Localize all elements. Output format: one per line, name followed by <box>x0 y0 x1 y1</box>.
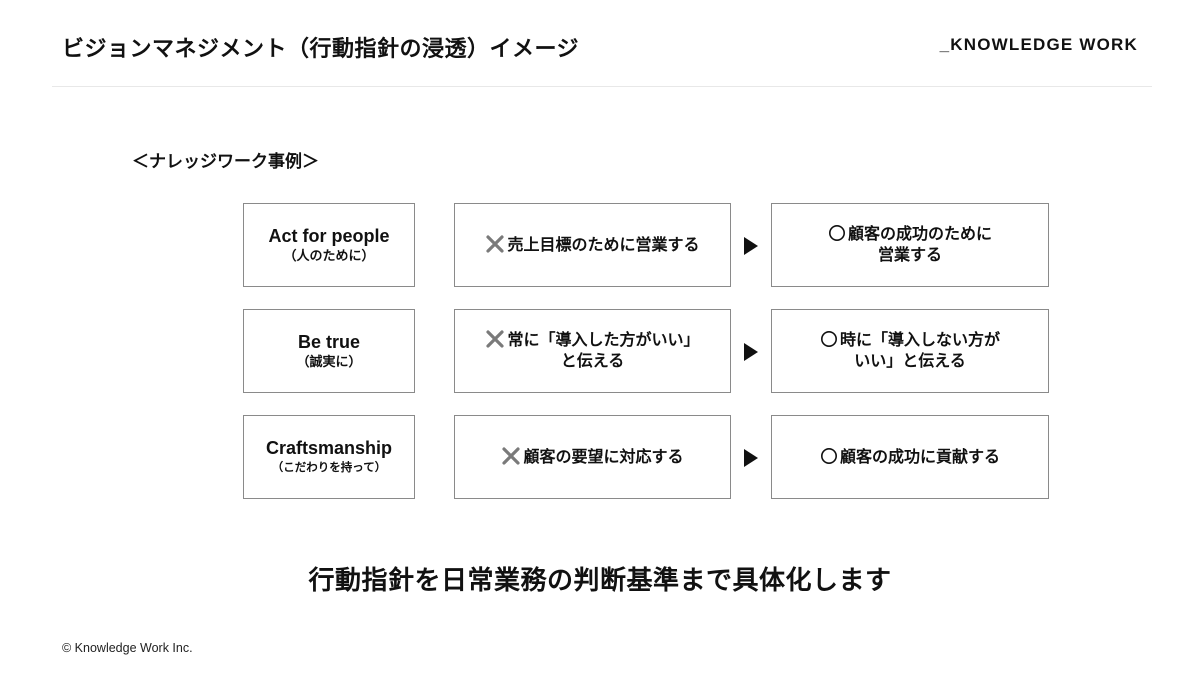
bad-example-box: 売上目標のために営業する <box>454 203 731 287</box>
value-english: Act for people <box>268 226 390 246</box>
value-english: Be true <box>297 332 360 352</box>
bad-example-box: 顧客の要望に対応する <box>454 415 731 499</box>
value-row: Be true （誠実に） 常に「導入した方がいい」 と伝える 時に「導入しない… <box>243 309 1049 393</box>
value-japanese: （こだわりを持って） <box>271 462 387 474</box>
brand-logo: _KNOWLEDGE WORK <box>939 35 1138 54</box>
triangle-right-icon <box>744 449 758 467</box>
triangle-right-icon <box>744 237 758 255</box>
page-title: ビジョンマネジメント（行動指針の浸透）イメージ <box>62 36 580 61</box>
bad-example-line: 売上目標のために営業する <box>485 234 700 256</box>
bad-example-box: 常に「導入した方がいい」 と伝える <box>454 309 731 393</box>
value-japanese: （誠実に） <box>296 354 362 369</box>
bad-example-line: 常に「導入した方がいい」 <box>485 330 700 351</box>
value-row: Act for people （人のために） 売上目標のために営業する 顧客の成… <box>243 203 1049 287</box>
circle-mark-icon <box>828 224 846 242</box>
bad-example-line: と伝える <box>560 353 625 370</box>
good-example-box: 顧客の成功のために 営業する <box>771 203 1049 287</box>
conclusion-text: 行動指針を日常業務の判断基準まで具体化します <box>308 565 892 595</box>
good-example-line: いい」と伝える <box>854 353 966 370</box>
good-example-line: 顧客の成功に貢献する <box>820 447 1000 468</box>
bad-example-line: 顧客の要望に対応する <box>501 446 684 468</box>
good-example-box: 時に「導入しない方が いい」と伝える <box>771 309 1049 393</box>
good-example-line: 営業する <box>877 247 942 264</box>
good-example-box: 顧客の成功に貢献する <box>771 415 1049 499</box>
copyright-footer: © Knowledge Work Inc. <box>62 641 193 655</box>
triangle-right-icon <box>744 343 758 361</box>
value-english: Craftsmanship <box>265 438 393 458</box>
good-example-line: 顧客の成功のために <box>828 224 992 245</box>
good-example-line: 時に「導入しない方が <box>820 330 1000 351</box>
value-box: Be true （誠実に） <box>243 309 415 393</box>
header-divider <box>52 86 1152 87</box>
cross-mark-icon <box>485 234 505 253</box>
value-row: Craftsmanship （こだわりを持って） 顧客の要望に対応する 顧客の成… <box>243 415 1049 499</box>
cross-mark-icon <box>485 330 505 348</box>
circle-mark-icon <box>820 330 838 348</box>
value-box: Act for people （人のために） <box>243 203 415 287</box>
cross-mark-icon <box>501 446 521 465</box>
circle-mark-icon <box>820 447 838 465</box>
value-box: Craftsmanship （こだわりを持って） <box>243 415 415 499</box>
value-japanese: （人のために） <box>283 248 375 263</box>
section-label: ＜ナレッジワーク事例＞ <box>132 152 319 171</box>
